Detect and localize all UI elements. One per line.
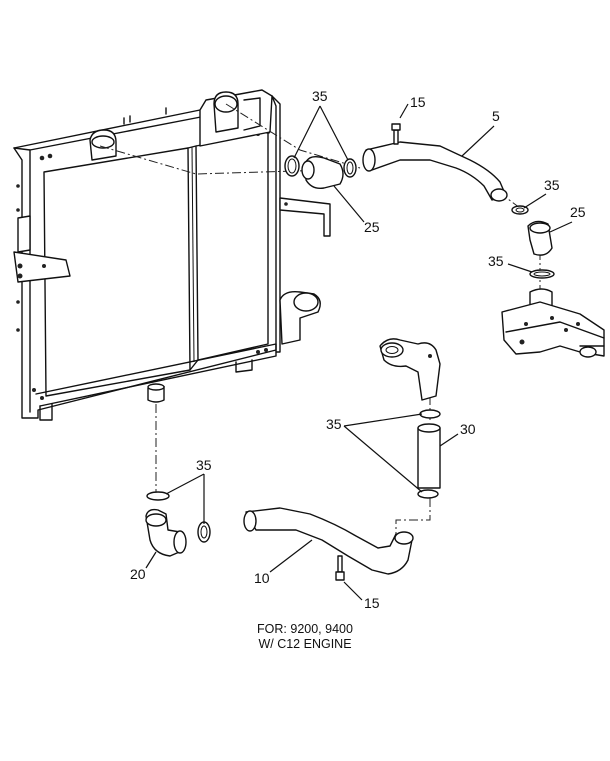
bolt-15-top — [393, 129, 399, 145]
callout-10: 10 — [254, 570, 270, 586]
clamp-35-top-right — [343, 158, 357, 178]
clamp-35-top-left — [284, 155, 300, 177]
callouts: 35 15 5 25 35 25 35 35 30 35 20 10 15 — [130, 88, 586, 611]
clamp-35-left-right — [197, 521, 211, 543]
note-line-1: FOR: 9200, 9400 — [257, 622, 353, 636]
callout-35-center: 35 — [326, 416, 342, 432]
right-hose-25 — [511, 205, 555, 279]
callout-35-left: 35 — [196, 457, 212, 473]
engine-housing — [501, 288, 605, 358]
callout-30: 30 — [460, 421, 476, 437]
note-line-2: W/ C12 ENGINE — [258, 637, 352, 651]
callout-15-top: 15 — [410, 94, 426, 110]
callout-20: 20 — [130, 566, 146, 582]
callout-35-right-low: 35 — [488, 253, 504, 269]
callout-15-bottom: 15 — [364, 595, 380, 611]
callout-35-right: 35 — [544, 177, 560, 193]
upper-hose-25 — [284, 155, 357, 190]
applicability-note: FOR: 9200, 9400 W/ C12 ENGINE — [0, 622, 610, 652]
radiator-assembly — [13, 89, 331, 421]
lower-tube-10 — [243, 507, 414, 581]
clamp-35-left-top — [146, 491, 170, 501]
callout-25-right: 25 — [570, 204, 586, 220]
clamp-35-center-top — [419, 409, 441, 419]
elbow-20 — [145, 491, 211, 557]
clamp-35-center-bottom — [417, 489, 439, 499]
callout-25-mid: 25 — [364, 219, 380, 235]
bolt-15-bottom — [337, 555, 343, 573]
clamp-35-right-low — [529, 269, 555, 279]
callout-5: 5 — [492, 108, 500, 124]
hose-30-assembly — [379, 338, 441, 499]
callout-35-top: 35 — [312, 88, 328, 104]
upper-tube-5 — [362, 123, 508, 202]
